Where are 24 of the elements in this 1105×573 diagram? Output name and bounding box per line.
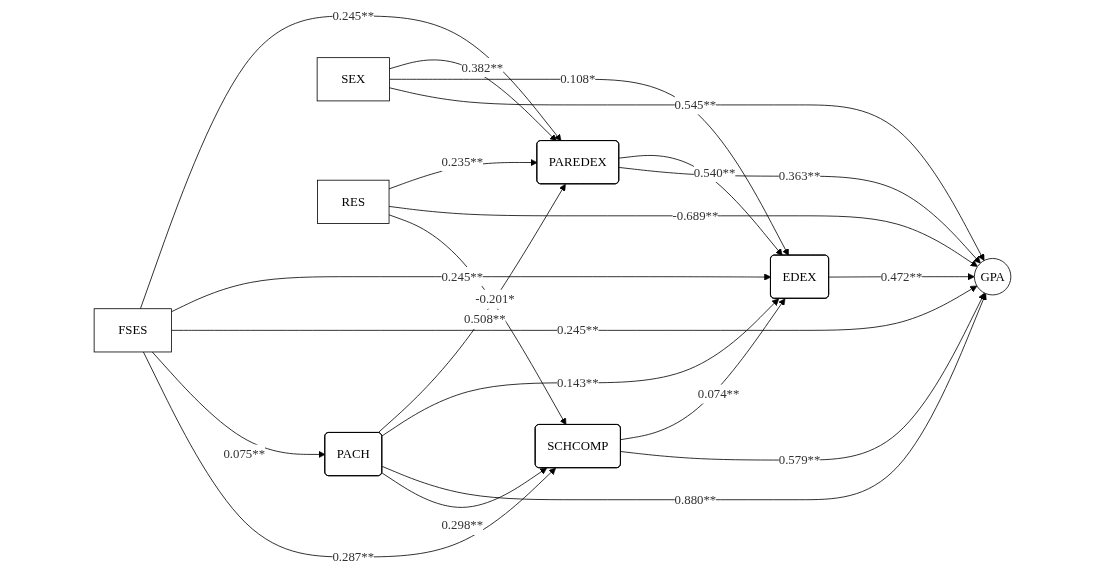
edge-label: 0.545** (674, 97, 717, 112)
edge-label: 0.287** (332, 549, 375, 564)
edge-label: 0.880** (674, 492, 717, 507)
node-box: FSES (93, 308, 172, 353)
edge-label: 0.579** (778, 452, 821, 467)
node-box: SEX (316, 57, 390, 102)
edge-label: 0.363** (778, 168, 821, 183)
edge-label: 0.382** (461, 60, 504, 74)
edge-label: 0.143** (556, 375, 599, 390)
edge-label: 0.074** (697, 386, 740, 401)
edge-label: 0.245** (441, 269, 484, 284)
edge-label: 0.108* (560, 72, 596, 86)
node-box: RES (317, 179, 390, 224)
edge-label: -0.689** (672, 208, 719, 223)
edge-label: 0.245** (556, 323, 599, 337)
edge-label: 0.245** (332, 8, 375, 23)
edge-label: 0.298** (441, 518, 484, 532)
edge-label: 0.472** (880, 269, 923, 284)
edge-label: 0.508** (464, 312, 506, 326)
node-circle: GPA (974, 258, 1012, 296)
edge-label: 0.540** (693, 165, 736, 180)
edge-label: 0.235** (441, 154, 484, 169)
edge-label: -0.201* (475, 292, 515, 306)
edge-label: 0.075** (223, 446, 266, 461)
